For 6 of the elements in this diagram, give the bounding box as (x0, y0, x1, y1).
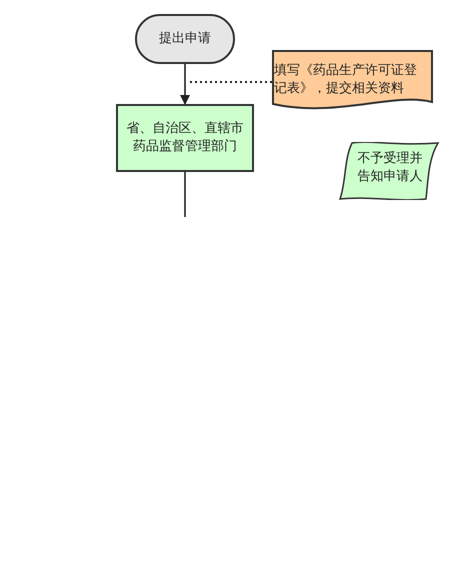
start-terminal: 提出申请 (135, 14, 235, 64)
leader-line (187, 81, 272, 83)
connector-line (184, 172, 186, 217)
arrow (180, 64, 190, 105)
process-box: 省、自治区、直辖市药品监督管理部门 (116, 104, 254, 172)
note-shape: 不予受理并告知申请人 (338, 142, 440, 200)
